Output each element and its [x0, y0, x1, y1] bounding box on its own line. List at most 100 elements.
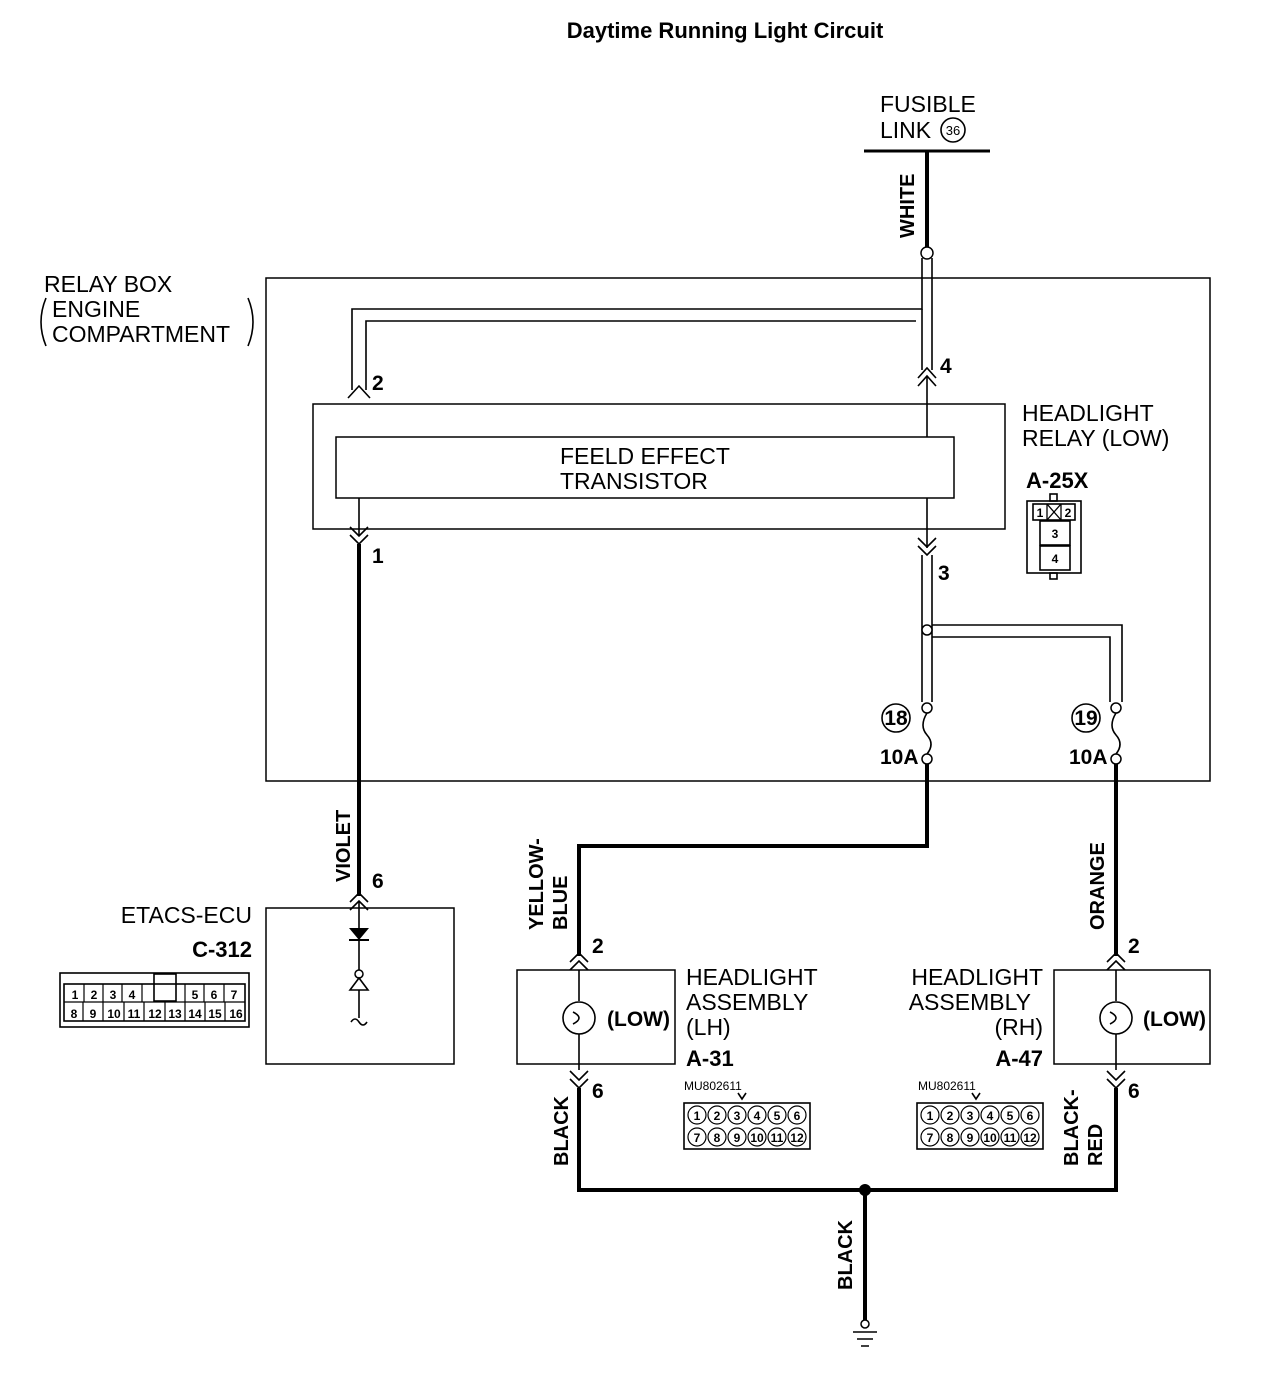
fuse-19-bottom-terminal: [1110, 753, 1122, 765]
mu802611-pin: 8: [947, 1131, 954, 1145]
relay-pin-1: 1: [372, 545, 384, 568]
headlight-rh-label-1: HEADLIGHT: [911, 964, 1043, 990]
headlight-relay-connector-id: A-25X: [1026, 468, 1089, 493]
lh-pin-2-arrow-1: [569, 951, 589, 963]
etacs-ecu-connector-id: C-312: [192, 937, 252, 962]
white-wire-terminal: [920, 246, 934, 260]
black-red-label-1: BLACK-: [1061, 1089, 1083, 1166]
fuse-18-top-terminal: [921, 702, 933, 714]
lh-pin-2: 2: [592, 935, 604, 958]
relay-box-label-2: ENGINE: [52, 296, 140, 322]
svg-text:1: 1: [1037, 506, 1044, 520]
mu802611-pin: 8: [714, 1131, 721, 1145]
headlight-relay-box: [312, 403, 1006, 530]
rh-pin-2-arrow-2: [1106, 959, 1126, 971]
rh-pin-6-arrow-1: [1106, 1070, 1126, 1082]
pin-2-connector-arrow: [347, 384, 371, 399]
fuse-18-bottom-terminal: [921, 753, 933, 765]
rh-connector-key: [971, 1092, 981, 1101]
fuse-18-number: 18: [884, 707, 908, 730]
mu802611-pin: 9: [734, 1131, 741, 1145]
etacs-ecu-label: ETACS-ECU: [121, 902, 252, 928]
lh-pin-2-arrow-2: [569, 959, 589, 971]
c312-pin: 10: [107, 1007, 121, 1021]
svg-text:2: 2: [1065, 506, 1072, 520]
etacs-pin-6-arrow-1: [349, 891, 369, 903]
relay-box-paren-left: [40, 297, 47, 347]
mu802611-pin: 6: [794, 1109, 801, 1123]
ground-terminal: [860, 1319, 870, 1329]
diagram-title: Daytime Running Light Circuit: [567, 18, 884, 43]
mu802611-pin: 10: [983, 1131, 997, 1145]
c312-pin: 2: [91, 988, 98, 1002]
fuse-19-rating: 10A: [1069, 746, 1108, 769]
fuse-19-element: [1111, 712, 1121, 755]
mu802611-pin: 1: [694, 1109, 701, 1123]
violet-wire-label: VIOLET: [333, 810, 355, 882]
mu802611-pin: 12: [1023, 1131, 1037, 1145]
yellow-blue-label-2: BLUE: [550, 876, 572, 930]
black-lh-wire-label: BLACK: [551, 1095, 573, 1166]
headlight-lh-filament: [572, 1011, 580, 1025]
c312-pin: 6: [211, 988, 218, 1002]
mu802611-pin: 7: [927, 1131, 934, 1145]
lh-connector-part-number: MU802611: [684, 1079, 742, 1093]
etacs-ecu-box: [265, 907, 455, 1065]
white-wire-label: WHITE: [897, 174, 919, 238]
rh-pin-6: 6: [1128, 1080, 1140, 1103]
lh-pin-6: 6: [592, 1080, 604, 1103]
fusible-link-label-2: LINK: [880, 117, 932, 143]
fusible-link-number-circle: [940, 117, 966, 143]
c312-pin: 4: [129, 988, 136, 1002]
headlight-rh-label-2: ASSEMBLY: [909, 989, 1031, 1015]
mu802611-pin: 9: [967, 1131, 974, 1145]
c312-pin: 16: [229, 1007, 243, 1021]
ground-icon: [853, 1331, 877, 1347]
headlight-rh-filament: [1109, 1011, 1117, 1025]
svg-text:4: 4: [1052, 552, 1059, 566]
rh-connector-part-number: MU802611: [918, 1079, 976, 1093]
headlight-rh-connector-id: A-47: [995, 1046, 1043, 1071]
black-ground-bus: [577, 1088, 1118, 1192]
headlight-lh-lamp-label: (LOW): [607, 1008, 670, 1031]
mu802611-pin: 11: [1004, 1131, 1017, 1145]
headlight-rh-lamp-label: (LOW): [1143, 1008, 1206, 1031]
headlight-relay-label-2: RELAY (LOW): [1022, 425, 1169, 451]
mu802611-pin: 3: [967, 1109, 974, 1123]
black-red-label-2: RED: [1085, 1124, 1107, 1166]
etacs-diode-icon: [349, 928, 369, 940]
transistor-label-1: FEELD EFFECT: [560, 443, 730, 469]
headlight-lh-connector-id: A-31: [686, 1046, 734, 1071]
etacs-transistor-icon: [348, 976, 370, 991]
c312-pin: 1: [72, 988, 79, 1002]
pin-3-connector-arrow-1: [917, 537, 937, 549]
fusible-link-label-1: FUSIBLE: [880, 91, 976, 117]
lh-pin-6-arrow-1: [569, 1070, 589, 1082]
c312-pin: 7: [231, 988, 238, 1002]
mu802611-pin: 1: [927, 1109, 934, 1123]
yellow-blue-wire: [577, 764, 929, 956]
c312-pin: 15: [208, 1007, 222, 1021]
headlight-lh-label-3: (LH): [686, 1014, 731, 1040]
pin-3-connector-arrow-2: [917, 545, 937, 557]
fuse-18-element: [922, 712, 932, 755]
fuse-18-rating: 10A: [880, 746, 919, 769]
orange-wire-label: ORANGE: [1087, 842, 1109, 930]
relay-pin-2: 2: [372, 372, 384, 395]
c312-pin: 3: [110, 988, 117, 1002]
headlight-lh-label-1: HEADLIGHT: [686, 964, 818, 990]
pin-4-connector-arrow-1: [917, 366, 937, 379]
relay-box-paren-right: [247, 297, 254, 347]
c312-pin: 8: [71, 1007, 78, 1021]
headlight-lh-box: [516, 969, 676, 1065]
c312-pin: 14: [188, 1007, 202, 1021]
supply-wire-inner: [365, 320, 916, 390]
a25x-connector-diagram: 1 2 3 4: [1026, 493, 1082, 580]
c312-pin: 12: [148, 1007, 162, 1021]
mu802611-pin: 2: [714, 1109, 721, 1123]
c312-pin: 5: [192, 988, 199, 1002]
fuse-19-number-circle: [1071, 703, 1101, 733]
